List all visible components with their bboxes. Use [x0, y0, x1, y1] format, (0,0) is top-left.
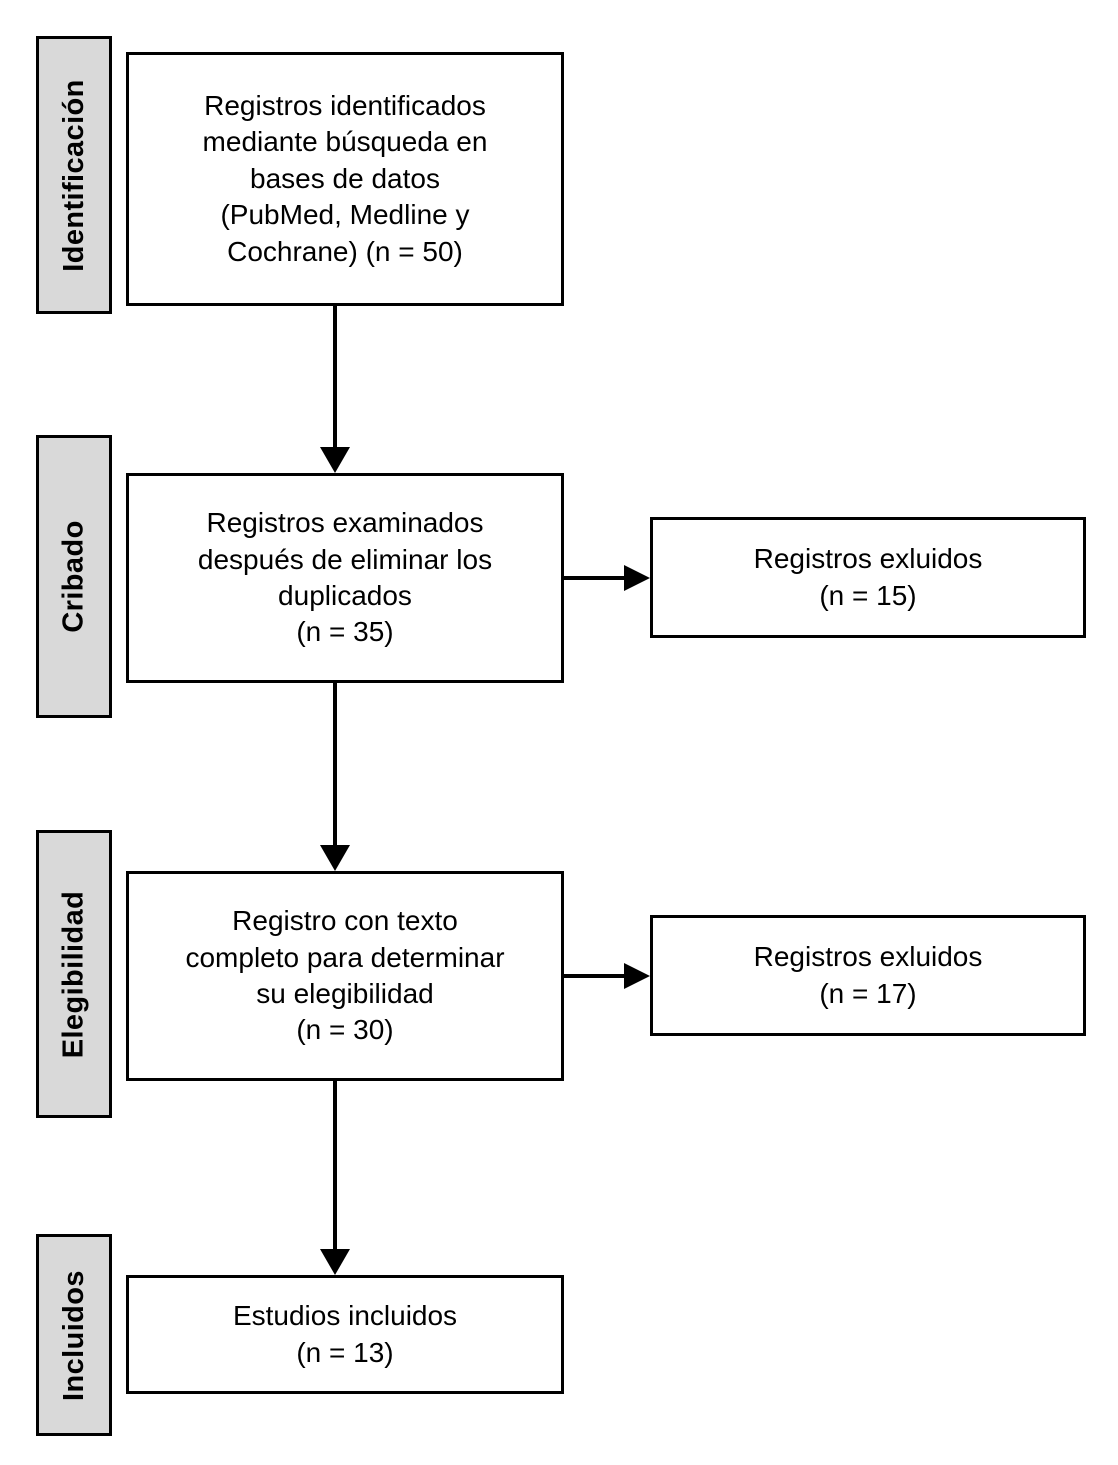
box-studies-included-text: Estudios incluidos (n = 13) [232, 1300, 458, 1368]
connector-eligibility-to-excluded [564, 974, 626, 978]
box-records-identified-text: Registros identificados mediante búsqued… [202, 90, 488, 267]
stage-tab-label-identificacion: Identificación [57, 78, 90, 272]
stage-tab-label-elegibilidad: Elegibilidad [57, 890, 90, 1058]
arrowhead-eligibility-to-excluded [624, 963, 650, 989]
box-studies-included: Estudios incluidos (n = 13) [126, 1275, 564, 1394]
stage-tab-label-cribado: Cribado [57, 520, 90, 633]
box-records-excluded-screening-text: Registros exluidos (n = 15) [753, 542, 983, 611]
stage-tab-elegibilidad: Elegibilidad [36, 830, 112, 1118]
connector-identified-to-screened [333, 306, 337, 447]
arrowhead-screened-to-eligibility [320, 845, 350, 871]
box-records-excluded-eligibility-text: Registros exluidos (n = 17) [753, 940, 983, 1009]
stage-tab-incluidos: Incluidos [36, 1234, 112, 1436]
connector-eligibility-to-included [333, 1081, 337, 1249]
stage-tab-label-incluidos: Incluidos [57, 1269, 90, 1401]
box-records-excluded-eligibility: Registros exluidos (n = 17) [650, 915, 1086, 1036]
connector-screened-to-excluded [564, 576, 626, 580]
box-fulltext-eligibility: Registro con texto completo para determi… [126, 871, 564, 1081]
stage-tab-cribado: Cribado [36, 435, 112, 718]
box-records-screened: Registros examinados después de eliminar… [126, 473, 564, 683]
arrowhead-eligibility-to-included [320, 1249, 350, 1275]
box-fulltext-eligibility-text: Registro con texto completo para determi… [185, 905, 505, 1046]
arrowhead-identified-to-screened [320, 447, 350, 473]
box-records-excluded-screening: Registros exluidos (n = 15) [650, 517, 1086, 638]
box-records-screened-text: Registros examinados después de eliminar… [197, 507, 493, 648]
box-records-identified: Registros identificados mediante búsqued… [126, 52, 564, 306]
connector-screened-to-eligibility [333, 683, 337, 845]
stage-tab-identificacion: Identificación [36, 36, 112, 314]
arrowhead-screened-to-excluded [624, 565, 650, 591]
